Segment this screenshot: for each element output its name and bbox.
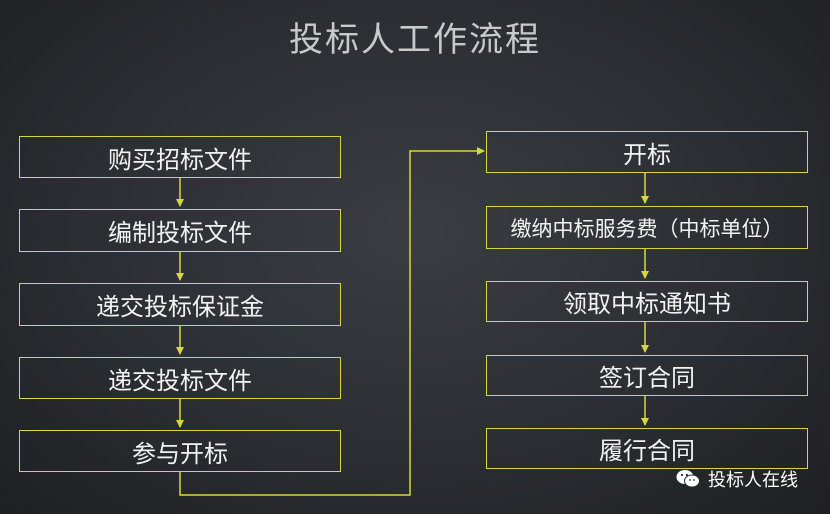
step-buy-bid-documents: 购买招标文件	[19, 136, 341, 178]
step-attend-bid-opening: 参与开标	[19, 430, 341, 472]
watermark: 投标人在线	[676, 466, 798, 492]
step-bid-opening: 开标	[486, 131, 808, 173]
step-pay-service-fee: 缴纳中标服务费（中标单位）	[486, 206, 808, 249]
step-sign-contract: 签订合同	[486, 355, 808, 396]
step-prepare-bid-documents: 编制投标文件	[19, 209, 341, 252]
wechat-icon	[676, 470, 700, 488]
arrow-cross	[179, 147, 485, 496]
step-submit-bid-documents: 递交投标文件	[19, 357, 341, 399]
step-submit-bid-bond: 递交投标保证金	[19, 283, 341, 326]
watermark-text: 投标人在线	[708, 470, 798, 491]
step-perform-contract: 履行合同	[486, 428, 808, 469]
step-receive-award-notice: 领取中标通知书	[486, 281, 808, 322]
page-title: 投标人工作流程	[289, 20, 541, 60]
